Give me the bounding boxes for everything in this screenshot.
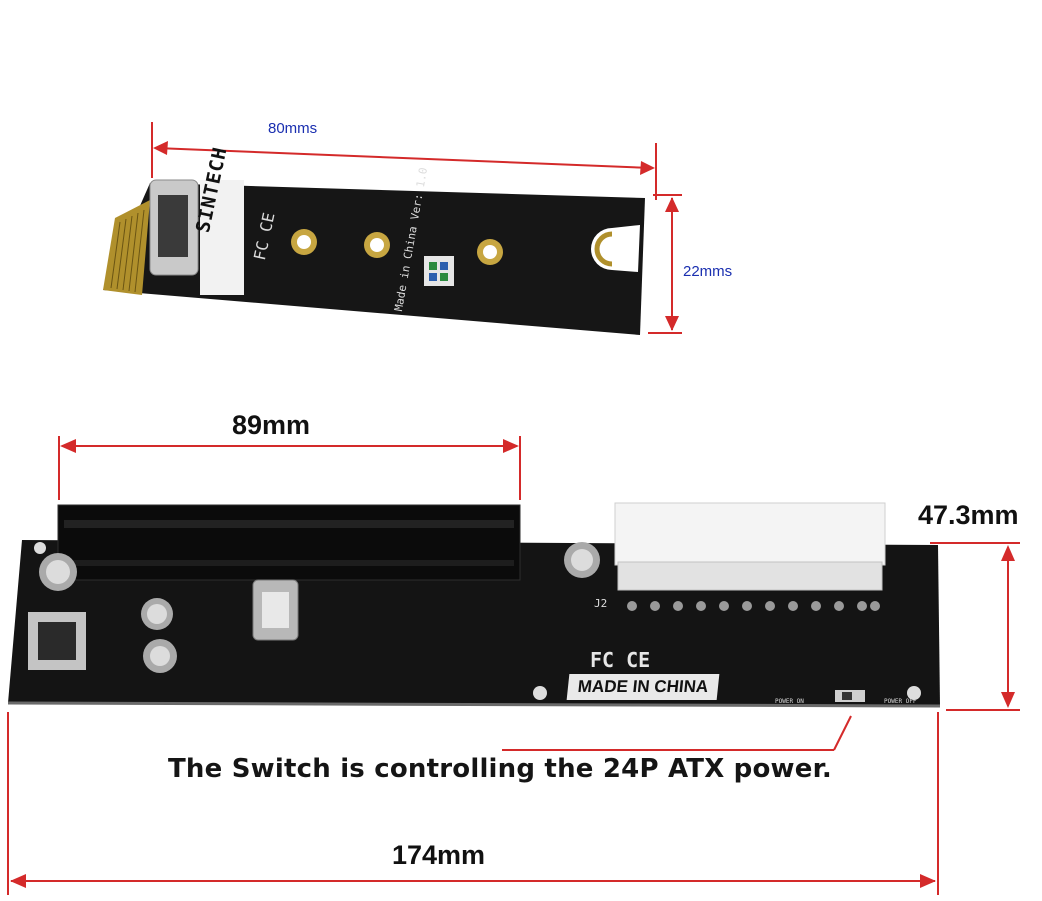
capacitor — [141, 598, 173, 630]
made-in-china-label: MADE IN CHINA — [566, 674, 720, 700]
m2-card-width-dimension — [648, 194, 682, 334]
board-height-label: 47.3mm — [918, 500, 1019, 530]
connector-label: J2 — [594, 597, 608, 610]
board-height-dimension — [930, 542, 1020, 711]
total-length-label: 174mm — [392, 840, 486, 870]
power-on-label: POWER ON — [775, 698, 804, 705]
power-off-label: POWER OFF — [884, 698, 917, 705]
slot-length-label: 89mm — [232, 410, 311, 440]
atx-pins — [627, 601, 880, 611]
capacitor — [143, 639, 177, 673]
capacitor — [39, 553, 77, 591]
switch-caption: The Switch is controlling the 24P ATX po… — [168, 754, 833, 784]
m2-card-width-label: 22mms — [683, 263, 733, 280]
m2-card-length-label: 80mms — [268, 120, 318, 137]
pcie-x16-slot — [57, 504, 521, 581]
board-cert-marks: FC CE — [590, 648, 651, 672]
m2-card-length-dimension — [151, 122, 657, 200]
atx-24pin-connector — [614, 502, 886, 566]
m2-card-gold-fingers — [103, 200, 150, 295]
capacitor — [564, 542, 600, 578]
switch-pointer — [502, 715, 852, 751]
total-length-dimension — [7, 712, 939, 895]
slot-length-dimension — [58, 436, 521, 500]
m2-card-brand-strip — [200, 180, 244, 295]
